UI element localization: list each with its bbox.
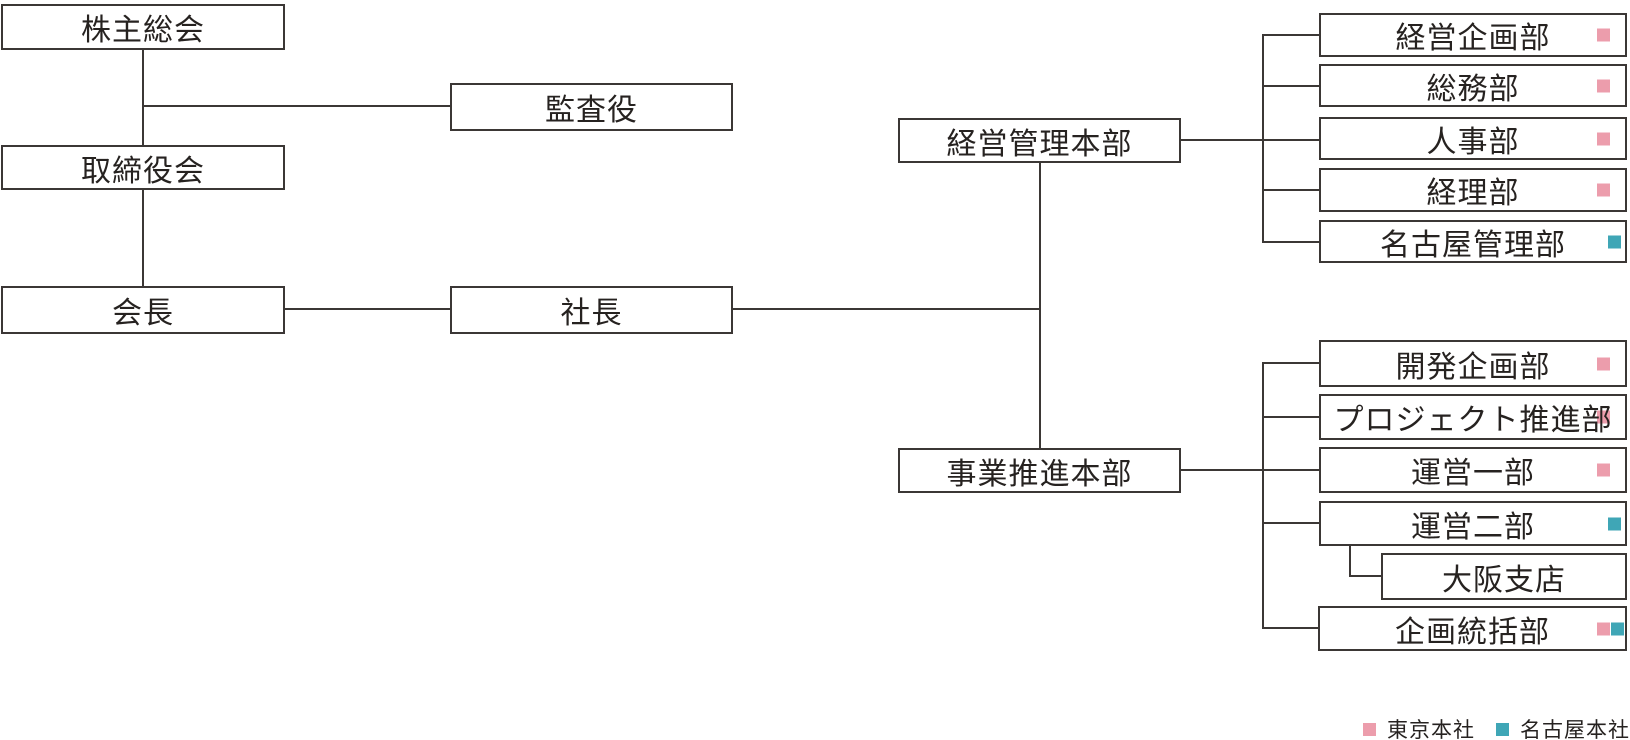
tokyo-marker-icon: [1597, 132, 1610, 145]
tokyo-marker-icon: [1597, 183, 1610, 197]
node-label: 名古屋管理部: [1380, 228, 1566, 262]
branch-markers: [1597, 132, 1610, 145]
connector-line: [285, 308, 450, 310]
tokyo-marker-icon: [1597, 28, 1610, 42]
connector-line: [1262, 522, 1319, 524]
connector-line: [1262, 34, 1319, 36]
connector-line: [142, 190, 144, 286]
node-label: 開発企画部: [1395, 350, 1551, 384]
connector-line: [1349, 546, 1351, 577]
legend-label: 東京本社: [1387, 719, 1475, 740]
connector-line: [1181, 469, 1319, 471]
node-label: 取締役会: [81, 154, 205, 188]
connector-line: [142, 105, 450, 107]
branch-markers: [1597, 357, 1610, 370]
node-board-of-directors: 取締役会: [1, 145, 285, 190]
node-nagoya-admin: 名古屋管理部: [1319, 220, 1627, 263]
node-label: 企画統括部: [1395, 615, 1550, 649]
node-chairman: 会長: [1, 286, 285, 334]
branch-markers: [1597, 183, 1610, 197]
nagoya-marker-icon: [1611, 622, 1624, 635]
tokyo-marker-icon: [1597, 622, 1610, 635]
connector-line: [1349, 575, 1381, 577]
nagoya-marker-icon: [1608, 235, 1621, 248]
connector-line: [142, 50, 144, 145]
legend: 東京本社 名古屋本社: [1363, 714, 1630, 740]
node-label: 会長: [112, 297, 174, 330]
connector-line: [1262, 416, 1319, 418]
node-label: 経営管理本部: [946, 127, 1133, 161]
node-label: 大阪支店: [1442, 563, 1566, 597]
node-osaka-branch: 大阪支店: [1381, 553, 1627, 600]
branch-markers: [1597, 463, 1610, 477]
node-label: 総務部: [1426, 72, 1520, 106]
node-label: 人事部: [1426, 125, 1520, 159]
connector-line: [1262, 627, 1318, 629]
node-label: 運営一部: [1411, 457, 1535, 490]
connector-line: [1262, 85, 1319, 87]
nagoya-marker-icon: [1608, 517, 1621, 530]
connector-line: [1262, 241, 1319, 243]
node-shareholders-meeting: 株主総会: [1, 4, 285, 50]
connector-line: [1262, 362, 1264, 629]
node-label: 監査役: [545, 94, 638, 127]
node-operations-1: 運営一部: [1319, 447, 1627, 493]
node-accounting: 経理部: [1319, 168, 1627, 212]
legend-label: 名古屋本社: [1520, 719, 1630, 740]
node-management-division: 経営管理本部: [898, 118, 1181, 163]
branch-markers: [1597, 622, 1624, 635]
node-operations-2: 運営二部: [1319, 501, 1627, 546]
node-project-promotion: プロジェクト推進部: [1319, 394, 1627, 440]
node-dev-planning: 開発企画部: [1319, 340, 1627, 387]
tokyo-marker-icon: [1363, 722, 1376, 736]
node-label: 経営企画部: [1395, 22, 1551, 55]
connector-line: [733, 308, 1040, 310]
node-label: 社長: [560, 297, 623, 330]
node-label: 事業推進本部: [946, 457, 1133, 491]
tokyo-marker-icon: [1597, 463, 1610, 477]
node-business-division: 事業推進本部: [898, 448, 1181, 493]
tokyo-marker-icon: [1597, 79, 1610, 92]
node-label: プロジェクト推進部: [1333, 404, 1613, 437]
node-president: 社長: [450, 286, 733, 334]
branch-markers: [1597, 79, 1610, 92]
branch-markers: [1608, 517, 1621, 530]
legend-item-nagoya: 名古屋本社: [1496, 714, 1630, 740]
branch-markers: [1608, 235, 1621, 248]
branch-markers: [1597, 28, 1610, 42]
node-auditor: 監査役: [450, 83, 733, 131]
nagoya-marker-icon: [1496, 722, 1509, 736]
connector-line: [1039, 163, 1041, 448]
node-human-resources: 人事部: [1319, 117, 1627, 160]
node-general-affairs: 総務部: [1319, 64, 1627, 107]
node-label: 経理部: [1426, 177, 1520, 210]
branch-markers: [1597, 410, 1610, 424]
connector-line: [1262, 34, 1264, 243]
connector-line: [1262, 189, 1319, 191]
tokyo-marker-icon: [1597, 357, 1610, 370]
node-planning-control: 企画統括部: [1318, 606, 1627, 651]
node-label: 運営二部: [1411, 510, 1535, 544]
connector-line: [1181, 139, 1319, 141]
node-label: 株主総会: [81, 14, 205, 47]
connector-line: [1262, 362, 1319, 364]
legend-item-tokyo: 東京本社: [1363, 714, 1475, 740]
tokyo-marker-icon: [1597, 410, 1610, 424]
node-corporate-planning: 経営企画部: [1319, 13, 1627, 57]
